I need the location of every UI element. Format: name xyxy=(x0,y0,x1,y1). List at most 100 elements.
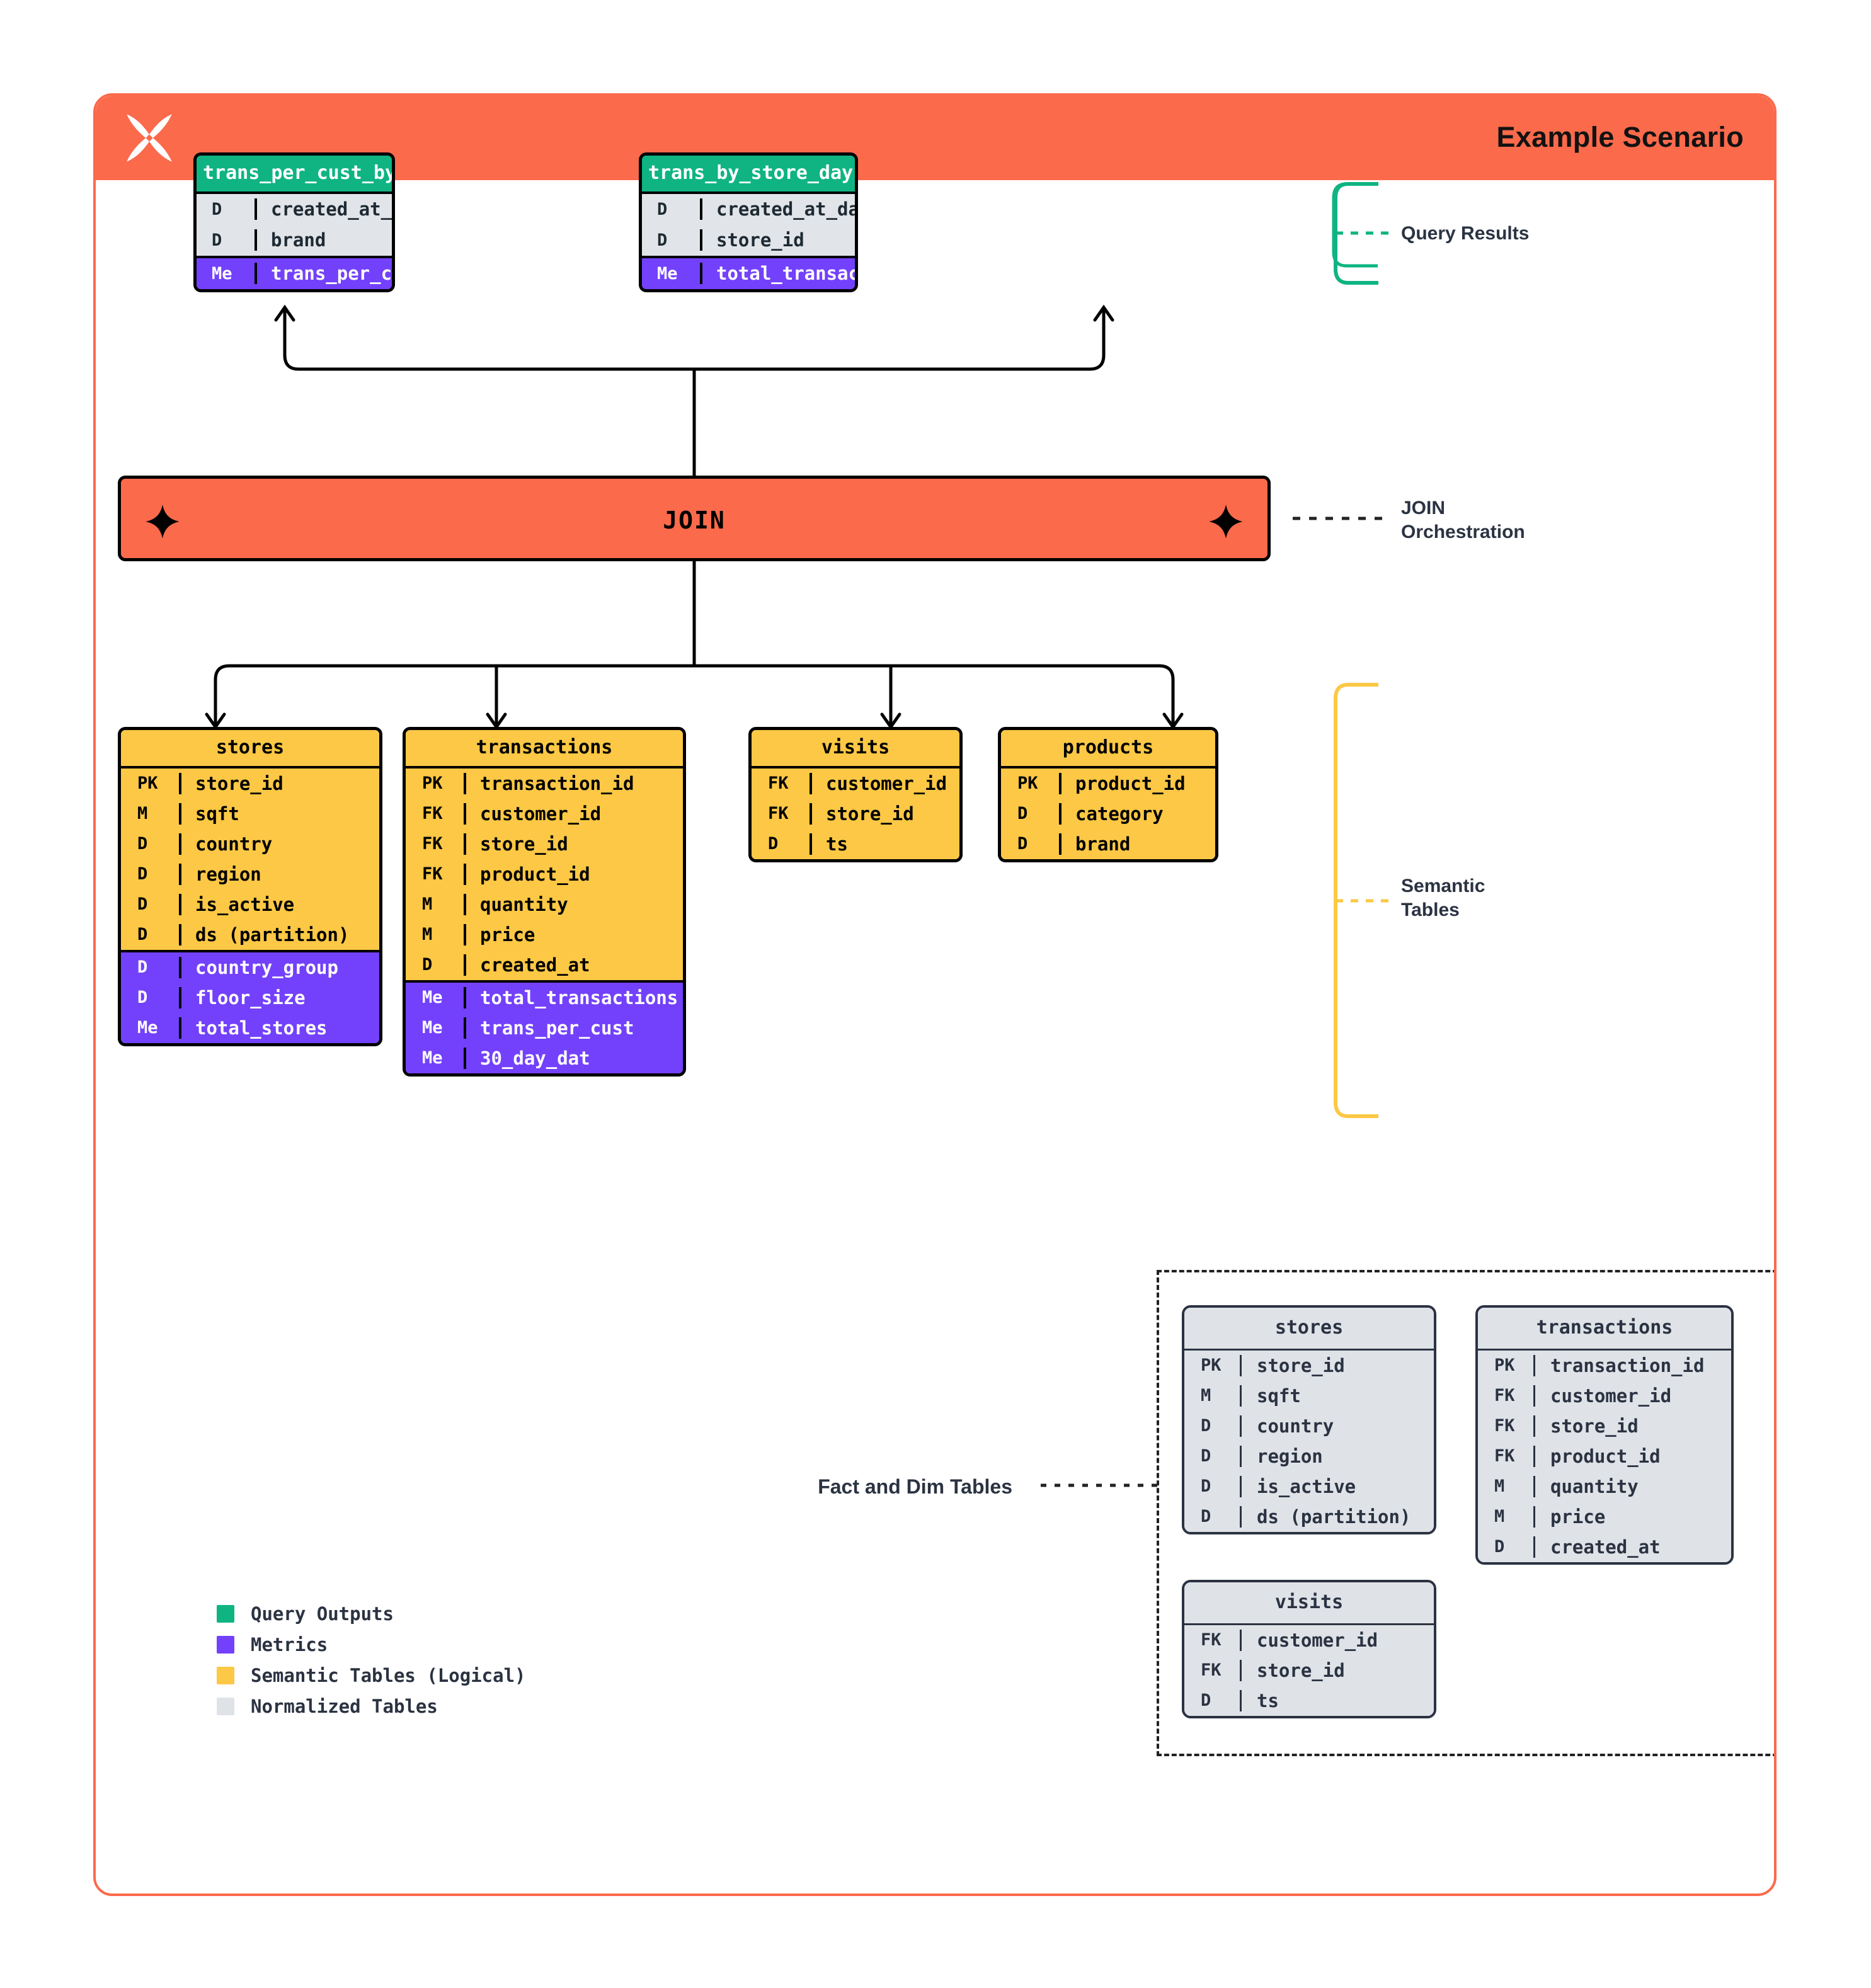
column-name: store_id xyxy=(179,772,379,794)
table-row: D created_at_day xyxy=(642,194,855,225)
sparkle-diamond-icon xyxy=(1209,505,1243,539)
column-key: D xyxy=(1494,1537,1505,1557)
table-caption: transactions xyxy=(406,730,683,766)
column-key: FK xyxy=(1201,1660,1222,1680)
column-key: M xyxy=(137,804,148,823)
column-name: country_group xyxy=(179,956,379,978)
column-name: customer_id xyxy=(464,803,683,825)
column-key: D xyxy=(212,230,222,250)
table-row: FK customer_id xyxy=(406,799,683,829)
join-orchestration-bar[interactable]: JOIN xyxy=(118,476,1271,561)
column-name: total_transactions xyxy=(700,263,855,284)
column-key: D xyxy=(137,957,148,977)
annotation-fact-and-dim-tables: Fact and Dim Tables xyxy=(818,1475,1012,1498)
column-key: PK xyxy=(1201,1356,1222,1375)
column-key: D xyxy=(657,230,668,250)
column-name: category xyxy=(1059,803,1215,825)
butterfly-x-logo-icon xyxy=(127,114,172,162)
column-key: D xyxy=(137,834,148,854)
column-key: D xyxy=(137,864,148,884)
dimension-section: D created_at_day D store_id xyxy=(642,191,855,256)
table-caption: trans_by_store_day xyxy=(642,156,855,191)
column-key: FK xyxy=(1494,1446,1515,1466)
column-name: product_id xyxy=(464,863,683,885)
column-key: D xyxy=(1201,1691,1211,1710)
column-name: quantity xyxy=(464,893,683,915)
column-name: store_id xyxy=(700,229,855,251)
annotation-join-orchestration: JOIN Orchestration xyxy=(1401,496,1525,545)
table-row: PK store_id xyxy=(1184,1351,1434,1381)
column-key: PK xyxy=(1494,1356,1515,1375)
column-name: region xyxy=(1240,1445,1434,1467)
column-key: FK xyxy=(768,804,789,823)
column-key: PK xyxy=(422,774,443,793)
column-name: is_active xyxy=(1240,1475,1434,1497)
column-key: D xyxy=(422,955,433,974)
table-caption: stores xyxy=(121,730,379,766)
annotation-semantic-tables: Semantic Tables xyxy=(1401,876,1485,921)
column-key: FK xyxy=(422,834,443,854)
page-title: Example Scenario xyxy=(1496,121,1744,153)
legend-swatch-normalized-tables xyxy=(217,1697,234,1715)
column-name: brand xyxy=(1059,833,1215,855)
query-result-table-1[interactable]: trans_by_store_day D created_at_day D st… xyxy=(639,152,858,292)
column-key: D xyxy=(137,925,148,944)
diagram-card: Example Scenario xyxy=(93,93,1777,1896)
legend-item: Metrics xyxy=(217,1629,526,1660)
column-key: D xyxy=(1017,834,1028,854)
column-name: ts xyxy=(1240,1689,1434,1711)
column-key: FK xyxy=(422,804,443,823)
legend-label: Query Outputs xyxy=(251,1602,394,1625)
column-key: D xyxy=(768,834,779,854)
column-name: sqft xyxy=(1240,1385,1434,1407)
annotation-query-results: Query Results xyxy=(1401,223,1530,244)
column-key: D xyxy=(657,199,668,219)
legend-item: Normalized Tables xyxy=(217,1691,526,1722)
annotation-line-1: JOIN xyxy=(1401,498,1446,518)
query-result-table-0[interactable]: trans_per_cust_by_brand_month D created_… xyxy=(193,152,395,292)
column-key: M xyxy=(1494,1477,1505,1496)
column-name: store_id xyxy=(1240,1354,1434,1376)
legend-swatch-query-outputs xyxy=(217,1604,234,1623)
column-name: store_id xyxy=(1533,1415,1731,1437)
column-key: M xyxy=(422,925,433,944)
column-name: sqft xyxy=(179,803,379,825)
column-key: D xyxy=(1201,1416,1211,1436)
column-key: D xyxy=(137,988,148,1007)
column-name: total_stores xyxy=(179,1017,379,1039)
column-name: created_at xyxy=(464,954,683,976)
join-label: JOIN xyxy=(663,506,726,534)
column-key: PK xyxy=(1017,774,1038,793)
table-caption: visits xyxy=(1184,1582,1434,1623)
column-name: ts xyxy=(810,833,959,855)
column-key: M xyxy=(422,894,433,914)
